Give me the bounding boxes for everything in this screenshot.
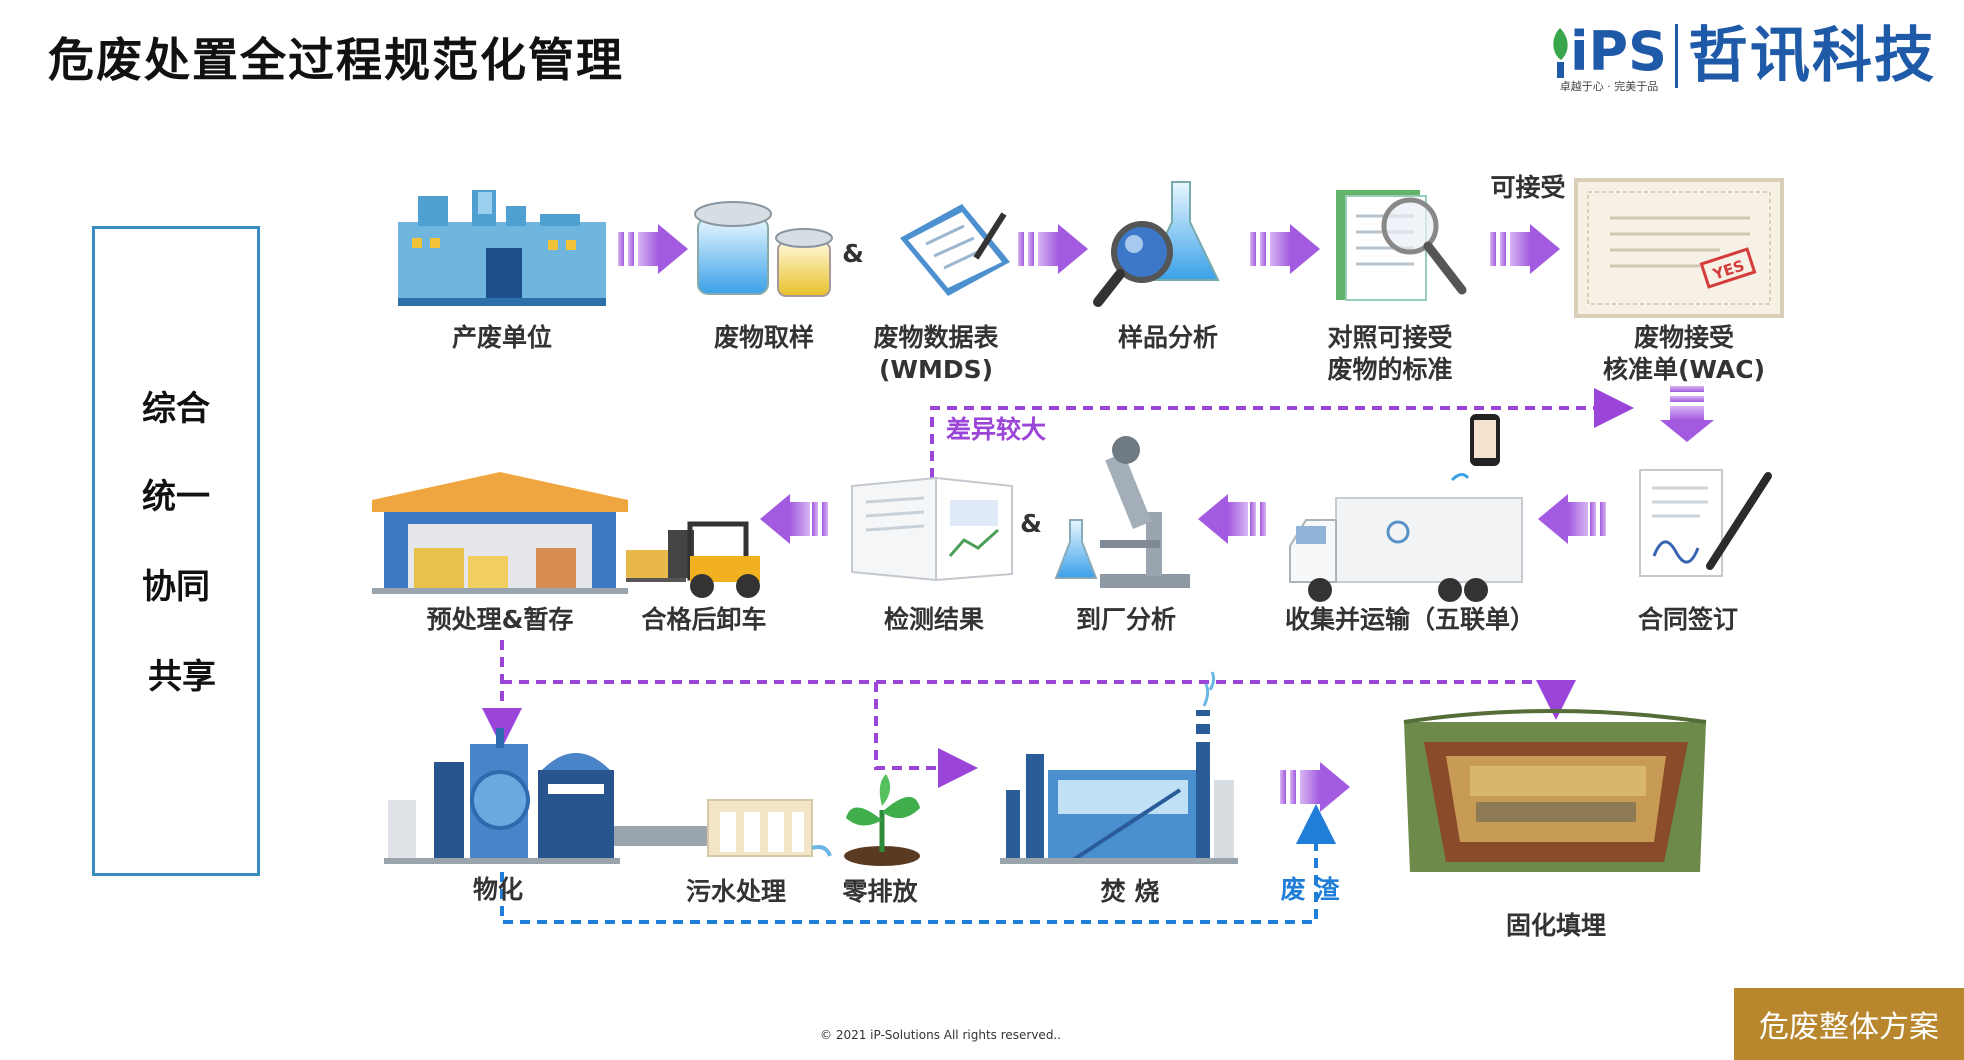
label-physchem: 物化 [473,875,523,904]
label-analysis: 样品分析 [1118,323,1218,352]
label-wac-2: 核准单(WAC) [1603,355,1765,384]
logo-slogan: 卓越于心 · 完美于品 [1559,80,1659,93]
label-results: 检测结果 [884,605,984,634]
label-producer: 产废单位 [452,323,552,352]
microscope-icon [1054,436,1190,588]
label-big-difference: 差异较大 [946,415,1046,444]
big-difference-loop [930,388,1634,478]
label-pretreat: 预处理&暂存 [427,605,574,634]
page-title: 危废处置全过程规范化管理 [48,33,624,87]
standard-document-icon [1336,190,1467,301]
certificate-icon: YES [1574,178,1784,318]
truck-icon [1289,414,1523,602]
arrow-standard-to-wac [1490,224,1560,274]
copyright-footer: © 2021 iP-Solutions All rights reserved.… [820,1028,1062,1042]
logo-mark-text: iPS [1570,20,1667,83]
principles-box: 综合 统一 协同 共享 [92,226,260,876]
principle-1: 综合 [142,389,210,429]
clipboard-icon [900,204,1010,296]
label-incinerate: 焚 烧 [1101,877,1160,906]
principle-4: 共享 [148,657,216,697]
label-wmds-abbr: (WMDS) [879,355,993,384]
leaf-icon [1553,28,1568,78]
label-residue: 废 渣 [1281,875,1341,904]
label-standard: 对照可接受 [1327,323,1452,352]
arrow-wac-down [1660,386,1714,442]
section-badge: 危废整体方案 [1734,988,1964,1060]
warehouse-icon [372,472,628,594]
report-book-icon [851,476,1013,582]
sewage-tank-icon [614,799,832,857]
distribution-lines [482,640,1576,788]
label-standard-2: 废物的标准 [1327,355,1452,384]
ampersand-2: & [1020,509,1042,538]
physchem-plant-icon [384,728,620,864]
arrow-producer-to-sampling [618,224,688,274]
label-contract: 合同签订 [1638,605,1738,634]
arrow-results-to-unload [760,494,828,544]
arrow-transport-to-factory [1198,494,1266,544]
logo-company-name: 哲讯科技 [1688,21,1936,91]
arrow-incinerate-to-landfill [1280,762,1350,812]
arrow-wmds-to-analysis [1018,224,1088,274]
label-sewage: 污水处理 [686,877,786,906]
landfill-icon [1403,709,1707,872]
magnifier-flask-icon [1093,181,1220,307]
forklift-icon [626,521,760,598]
label-transport: 收集并运输（五联单） [1285,605,1535,634]
sample-jars-icon [694,201,833,297]
logo-divider [1675,24,1678,88]
label-landfill: 固化填埋 [1506,911,1606,940]
label-factory: 到厂分析 [1076,605,1176,634]
company-logo: iPS 卓越于心 · 完美于品 哲讯科技 [1548,20,1948,96]
contract-pen-icon [1639,469,1772,577]
principle-3: 协同 [142,567,210,607]
residue-loop [500,804,1336,924]
principle-2: 统一 [142,477,210,517]
factory-icon [398,190,606,306]
label-unload: 合格后卸车 [641,605,766,634]
arrow-analysis-to-standard [1250,224,1320,274]
label-wmds: 废物数据表 [873,323,999,352]
label-zero-discharge: 零排放 [841,877,918,906]
label-sampling: 废物取样 [714,323,814,352]
sprout-icon [844,774,920,866]
arrow-contract-to-transport [1538,494,1606,544]
label-acceptable: 可接受 [1490,173,1565,202]
incinerator-icon [1000,671,1238,864]
label-wac: 废物接受 [1634,323,1734,352]
ampersand-1: & [842,239,864,268]
